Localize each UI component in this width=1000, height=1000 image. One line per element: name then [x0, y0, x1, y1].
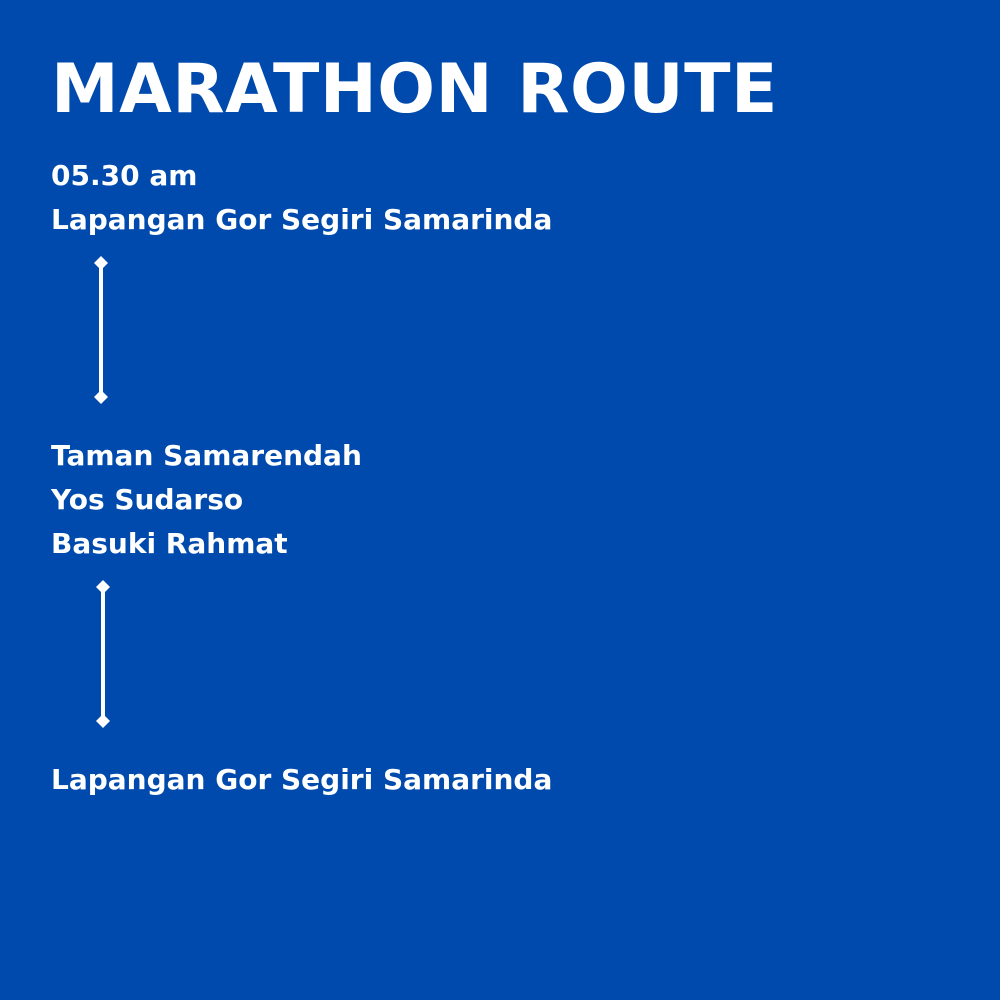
- finish-location: Lapangan Gor Segiri Samarinda: [51, 763, 553, 796]
- waypoint-2: Yos Sudarso: [51, 483, 244, 516]
- waypoint-3: Basuki Rahmat: [51, 527, 288, 560]
- route-connector-arrow-icon: [96, 580, 110, 728]
- start-location: Lapangan Gor Segiri Samarinda: [51, 203, 553, 236]
- page-title: MARATHON ROUTE: [51, 50, 778, 129]
- route-connector-arrow-icon: [94, 256, 108, 404]
- start-time: 05.30 am: [51, 159, 198, 192]
- waypoint-1: Taman Samarendah: [51, 439, 362, 472]
